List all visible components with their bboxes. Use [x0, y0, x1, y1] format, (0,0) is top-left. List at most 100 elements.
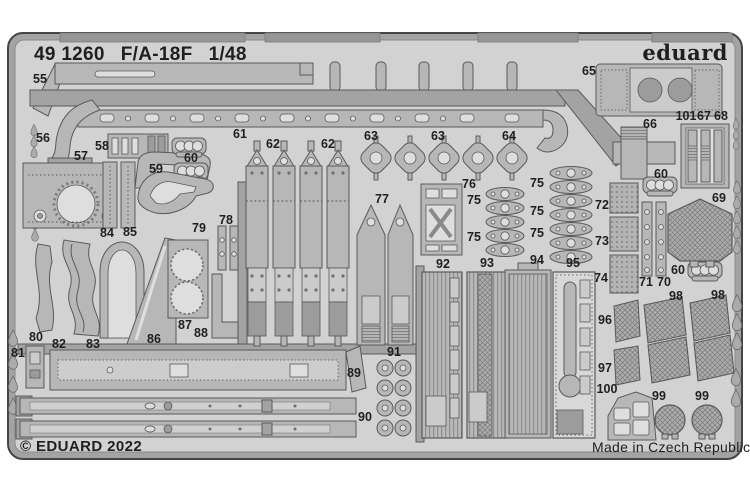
- part-label-56: 56: [36, 131, 50, 145]
- part-label-89: 89: [347, 366, 361, 380]
- part-label-75: 75: [530, 204, 544, 218]
- part-89: [49, 345, 367, 393]
- part-86: [126, 237, 177, 345]
- eduard-logo: eduard: [642, 40, 728, 65]
- part-label-60: 60: [671, 263, 685, 277]
- part-label-96: 96: [598, 313, 612, 327]
- part-label-62: 62: [321, 137, 335, 151]
- part-91: [376, 359, 412, 437]
- part-label-80: 80: [29, 330, 43, 344]
- part-61: [77, 109, 569, 153]
- part-label-86: 86: [147, 332, 161, 346]
- parts-63-64-loops: [360, 135, 528, 181]
- part-label-67: 67: [697, 109, 711, 123]
- part-78: [217, 225, 239, 271]
- part-81: [25, 345, 45, 389]
- part-label-74: 74: [594, 271, 608, 285]
- part-label-97: 97: [598, 361, 612, 375]
- part-label-88: 88: [194, 326, 208, 340]
- parts-70-71: [641, 201, 667, 277]
- part-label-75: 75: [530, 176, 544, 190]
- part-label-55: 55: [33, 72, 47, 86]
- part-label-99: 99: [652, 389, 666, 403]
- part-label-99: 99: [695, 389, 709, 403]
- part-label-83: 83: [86, 337, 100, 351]
- part-93: [466, 271, 508, 439]
- part-label-66: 66: [643, 117, 657, 131]
- part-label-73: 73: [595, 234, 609, 248]
- part-84: [102, 161, 118, 229]
- part-85: [120, 161, 136, 229]
- part-label-77: 77: [375, 192, 389, 206]
- part-label-90: 90: [358, 410, 372, 424]
- part-label-63: 63: [364, 129, 378, 143]
- part-label-63: 63: [431, 129, 445, 143]
- part-label-78: 78: [219, 213, 233, 227]
- part-57: [22, 157, 116, 229]
- part-label-95: 95: [566, 256, 580, 270]
- part-label-98: 98: [669, 289, 683, 303]
- made-in-label: Made in Czech Republic: [592, 439, 750, 455]
- part-label-100: 100: [596, 382, 618, 396]
- part-label-84: 84: [100, 226, 114, 240]
- part-66: [612, 126, 676, 180]
- part-80: [35, 243, 54, 333]
- part-76: [420, 183, 463, 256]
- part-label-71: 71: [639, 275, 653, 289]
- part-label-70: 70: [657, 275, 671, 289]
- part-58: [107, 133, 169, 159]
- part-label-101: 101: [675, 109, 697, 123]
- part-label-93: 93: [480, 256, 494, 270]
- part-label-92: 92: [436, 257, 450, 271]
- part-label-72: 72: [595, 198, 609, 212]
- attachment-tab: [651, 32, 733, 43]
- frame-band: [29, 89, 635, 167]
- catalog-number: 49 1260: [34, 44, 105, 65]
- parts-96-97: [613, 299, 641, 386]
- attachment-tab: [59, 32, 246, 43]
- part-label-75: 75: [530, 226, 544, 240]
- part-79: [137, 171, 214, 215]
- part-label-75: 75: [467, 193, 481, 207]
- part-label-98: 98: [711, 288, 725, 302]
- part-label-65: 65: [582, 64, 596, 78]
- part-95: [552, 271, 596, 439]
- parts-72-73-74: [609, 182, 639, 294]
- part-label-81: 81: [11, 346, 25, 360]
- part-label-91: 91: [387, 345, 401, 359]
- sheet-header: 49 1260 F/A-18F 1/48: [34, 44, 247, 66]
- parts-101-67-68: [680, 123, 730, 189]
- part-label-64: 64: [502, 129, 516, 143]
- part-69: [667, 198, 733, 268]
- attachment-tab: [264, 32, 381, 43]
- part-94: [504, 262, 552, 439]
- part-87: [167, 239, 209, 319]
- parts-98: [643, 294, 735, 384]
- part-92: [421, 271, 463, 439]
- part-label-59: 59: [149, 162, 163, 176]
- part-label-60: 60: [184, 151, 198, 165]
- top-pegs: [329, 61, 518, 92]
- scale: 1/48: [208, 44, 247, 65]
- part-label-69: 69: [712, 191, 726, 205]
- part-75-chains: [485, 166, 593, 264]
- part-label-85: 85: [123, 225, 137, 239]
- part-77: [356, 203, 414, 346]
- part-label-87: 87: [178, 318, 192, 332]
- attachment-tab: [477, 32, 579, 43]
- part-label-75: 75: [467, 230, 481, 244]
- part-83: [99, 241, 145, 339]
- part-label-79: 79: [192, 221, 206, 235]
- part-62-strips: [245, 140, 350, 347]
- part-label-76: 76: [462, 177, 476, 191]
- part-82: [62, 239, 100, 337]
- part-label-60: 60: [654, 167, 668, 181]
- product-title: F/A-18F: [120, 44, 193, 65]
- part-label-58: 58: [95, 139, 109, 153]
- part-label-61: 61: [233, 127, 247, 141]
- part-label-82: 82: [52, 337, 66, 351]
- part-90-rails: [15, 395, 357, 440]
- part-label-57: 57: [74, 149, 88, 163]
- part-100: [607, 391, 657, 441]
- copyright-notice: © EDUARD 2022: [20, 438, 143, 455]
